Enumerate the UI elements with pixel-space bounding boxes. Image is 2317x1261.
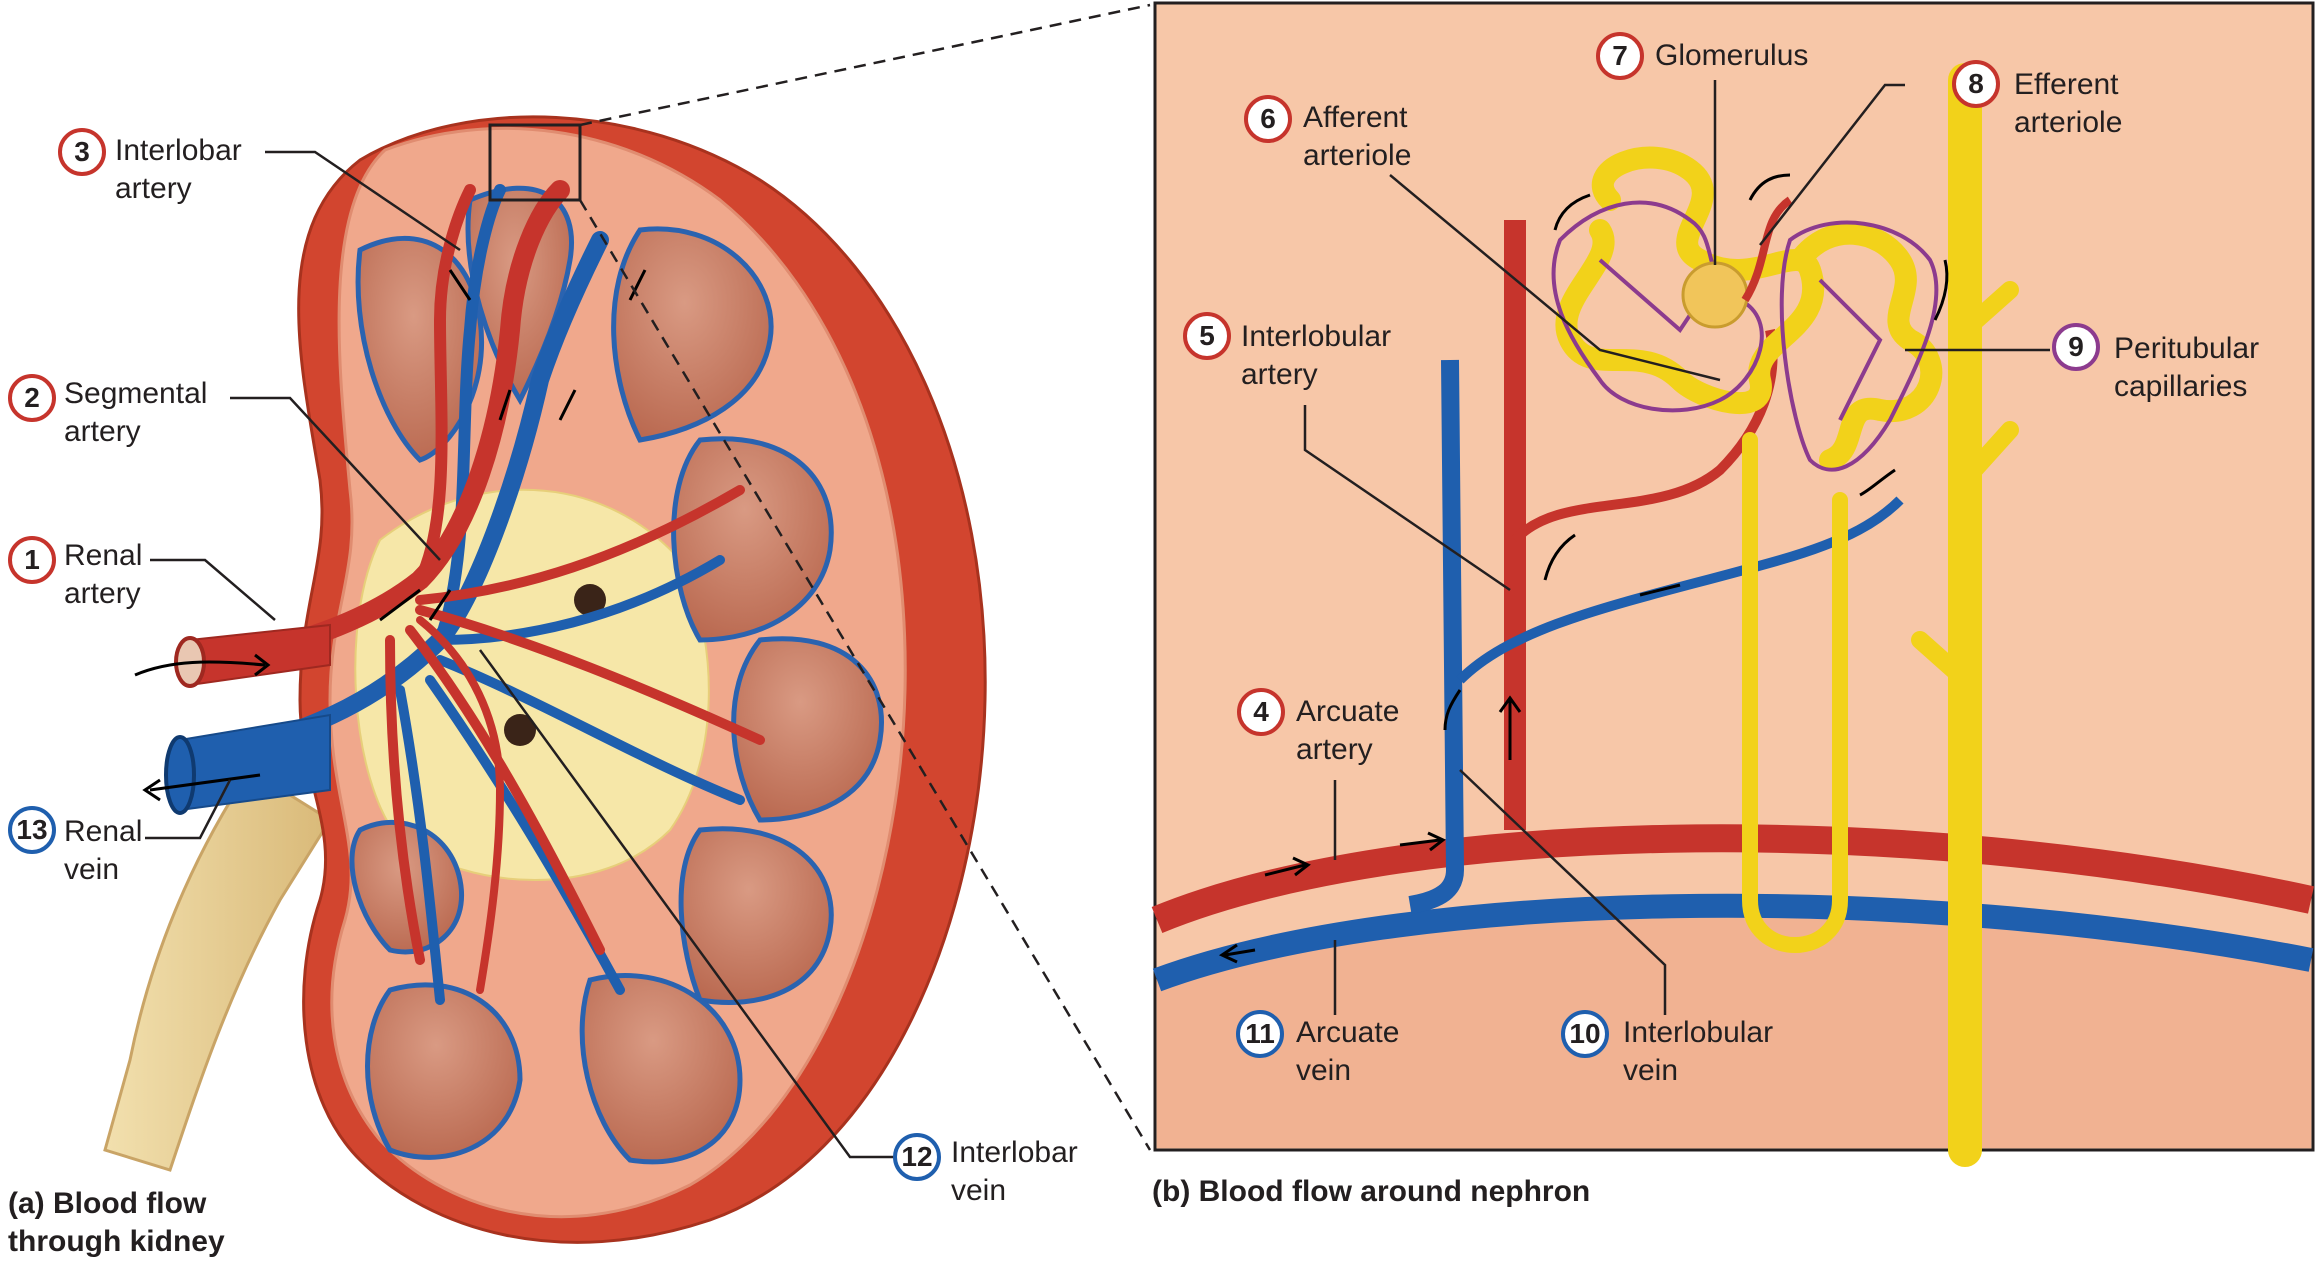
label-segmental-artery: Segmental artery [64, 377, 208, 448]
nephron-panel [1151, 1, 2315, 1167]
label-afferent-arteriole: Afferent arteriole [1303, 101, 1412, 172]
label-arcuate-vein: Arcuate vein [1296, 1016, 1400, 1087]
label-interlobular-artery: Interlobular artery [1241, 320, 1392, 391]
zoom-connectors [578, 3, 1152, 1151]
label-peritubular-capillaries: Peritubular capillaries [2114, 332, 2260, 403]
badge-arcuate-vein: 11 [1236, 1010, 1284, 1058]
label-interlobar-vein: Interlobar vein [951, 1136, 1078, 1207]
badge-renal-artery: 1 [8, 536, 56, 584]
nephron-flow-arrows [1218, 173, 1949, 964]
label-renal-vein: Renal vein [64, 815, 143, 886]
badge-interlobar-artery: 3 [58, 128, 106, 176]
label-renal-artery: Renal artery [64, 539, 143, 610]
badge-renal-vein: 13 [8, 806, 56, 854]
label-efferent-arteriole: Efferent arteriole [2014, 68, 2123, 139]
badge-interlobular-artery: 5 [1183, 312, 1231, 360]
badge-arcuate-artery: 4 [1237, 688, 1285, 736]
badge-glomerulus: 7 [1596, 32, 1644, 80]
badge-efferent-arteriole: 8 [1952, 60, 2000, 108]
kidney-section [103, 115, 987, 1244]
kidney-flow-arrows [134, 269, 647, 802]
badge-peritubular-capillaries: 9 [2052, 323, 2100, 371]
caption-blood-flow-nephron: (b) Blood flow around nephron [1152, 1175, 1591, 1208]
caption-blood-flow-kidney: (a) Blood flow through kidney [8, 1187, 225, 1258]
leader-lines [145, 80, 2050, 1159]
badge-afferent-arteriole: 6 [1244, 95, 1292, 143]
label-arcuate-artery: Arcuate artery [1296, 695, 1400, 766]
label-interlobular-vein: Interlobular vein [1623, 1016, 1774, 1087]
badge-interlobar-vein: 12 [893, 1133, 941, 1181]
label-glomerulus: Glomerulus [1655, 39, 1809, 72]
inset-box [488, 123, 582, 202]
badge-segmental-artery: 2 [8, 374, 56, 422]
badge-interlobular-vein: 10 [1561, 1010, 1609, 1058]
glomerulus-ball [1681, 261, 1749, 329]
nephron-tubules [1555, 63, 2019, 1167]
label-interlobar-artery: Interlobar artery [115, 134, 242, 205]
